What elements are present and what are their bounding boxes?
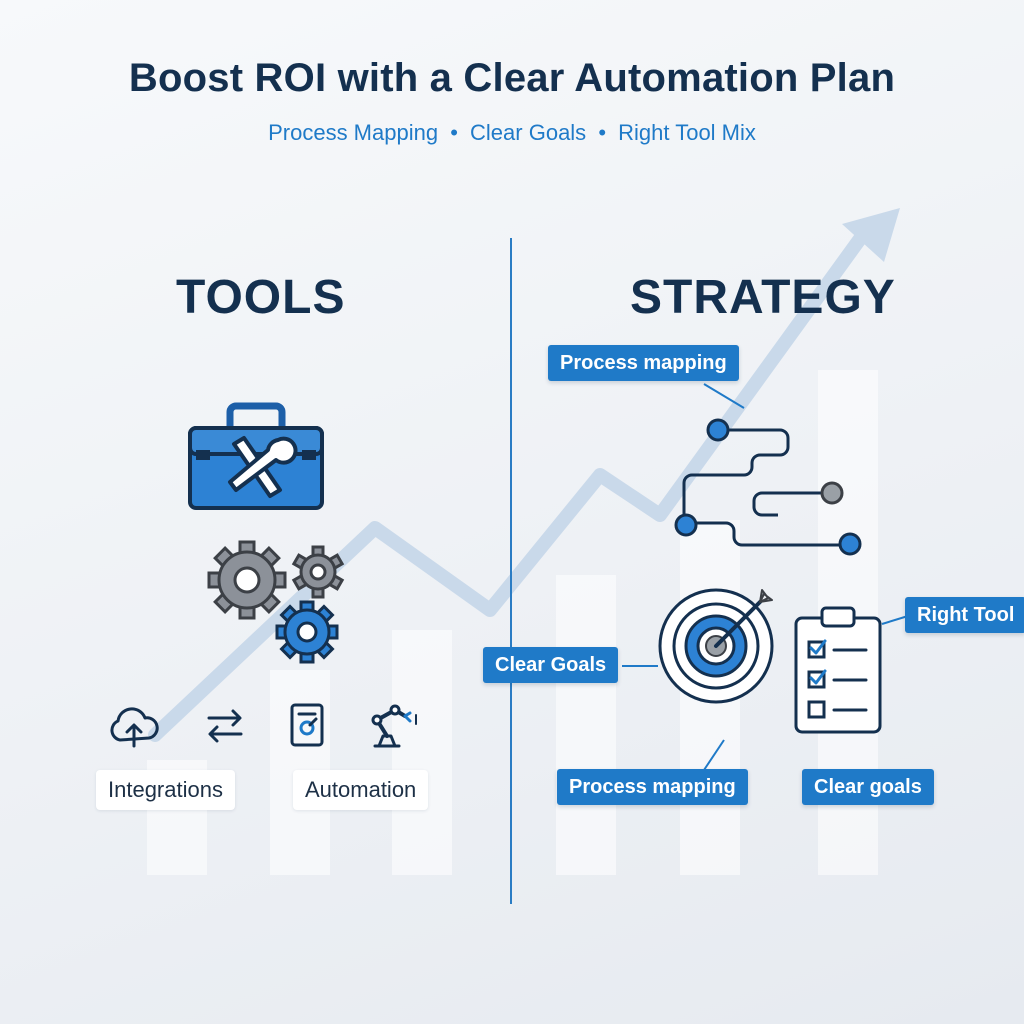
flow-node: [706, 418, 730, 442]
strategy-heading: STRATEGY: [630, 271, 896, 324]
tag-connector: [622, 665, 658, 667]
gears-icon: [207, 540, 345, 664]
page-title: Boost ROI with a Clear Automation Plan: [128, 56, 896, 100]
subtitle-item-process-mapping: Process Mapping: [268, 120, 439, 145]
cloud-upload-icon: [110, 707, 159, 748]
section-divider: [510, 238, 512, 904]
flow-node: [674, 513, 698, 537]
clear-goals-tag-bottom: Clear goals: [802, 769, 934, 805]
tag-connector: [703, 739, 725, 771]
swap-arrows-icon: [207, 709, 243, 743]
tag-connector: [703, 383, 745, 409]
right-tool-tag: Right Tool: [905, 597, 1024, 633]
flow-node: [838, 532, 862, 556]
process-mapping-tag-bottom: Process mapping: [557, 769, 748, 805]
process-mapping-tag-top: Process mapping: [548, 345, 739, 381]
subtitle-separator: •: [450, 120, 458, 145]
gear-blue: [275, 600, 339, 664]
bg-bar: [556, 575, 616, 875]
target-icon: [658, 588, 774, 704]
automation-chip: Automation: [293, 770, 429, 810]
checklist-icon: [794, 606, 882, 734]
clear-goals-tag-left: Clear Goals: [483, 647, 619, 683]
subtitle-item-clear-goals: Clear Goals: [470, 120, 587, 145]
robot-arm-icon: [371, 704, 417, 748]
flowchart-icon: [674, 418, 862, 556]
subtitle: Process Mapping • Clear Goals • Right To…: [0, 120, 1024, 146]
integrations-chip: Integrations: [96, 770, 235, 810]
subtitle-item-right-tool-mix: Right Tool Mix: [618, 120, 756, 145]
flow-node: [820, 481, 844, 505]
trend-arrowhead: [842, 208, 900, 262]
document-icon: [290, 703, 324, 747]
tag-connector: [881, 615, 909, 625]
tools-heading: TOOLS: [176, 271, 346, 324]
gear-small: [291, 545, 345, 599]
subtitle-separator: •: [598, 120, 607, 145]
toolbox-icon: [188, 402, 324, 510]
gear-large: [207, 540, 287, 620]
bg-bar: [392, 630, 452, 875]
